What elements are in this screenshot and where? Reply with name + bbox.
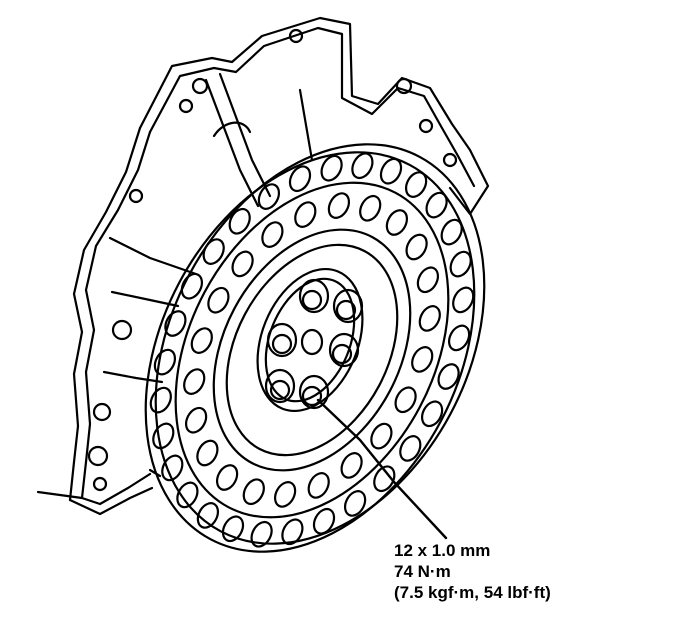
plate-hole xyxy=(452,286,475,314)
engine-block-outline xyxy=(36,16,490,516)
inner-hole-row xyxy=(183,192,441,508)
drive-plate-hub-ring-inner xyxy=(225,243,399,457)
bolt xyxy=(332,288,364,324)
plate-hole xyxy=(261,221,284,248)
bolt xyxy=(328,332,360,368)
plate-hole xyxy=(404,171,428,198)
plate-hole xyxy=(373,465,396,493)
plate-hole xyxy=(231,250,254,278)
plate-hole xyxy=(207,286,230,314)
plate-hole xyxy=(183,368,206,395)
plate-hole xyxy=(184,406,208,434)
plate-hole xyxy=(370,422,393,450)
plate-hole xyxy=(449,250,472,278)
drive-plate-hub-ring xyxy=(212,228,412,472)
plate-hole xyxy=(161,454,184,482)
plate-hole xyxy=(437,363,460,390)
plate-hole xyxy=(351,152,374,180)
bolt xyxy=(300,328,324,356)
plate-hole xyxy=(242,478,265,506)
plate-hole xyxy=(153,348,177,376)
plate-hole xyxy=(294,201,317,228)
plate-hole xyxy=(180,272,204,300)
plate-hole xyxy=(152,422,175,450)
plate-hole xyxy=(320,154,343,182)
plate-hole xyxy=(190,327,213,354)
plate-hole xyxy=(327,192,351,219)
bolt xyxy=(298,374,330,410)
drive-plate-outer-edge-back xyxy=(154,143,486,545)
plate-hole xyxy=(394,386,417,414)
drive-plate-outer-edge xyxy=(144,151,476,553)
outer-hole-row xyxy=(149,152,475,548)
plate-hole xyxy=(257,183,281,210)
plate-hole xyxy=(164,310,187,337)
torque-alt-label: (7.5 kgf·m, 54 lbf·ft) xyxy=(394,583,551,602)
bolt xyxy=(298,278,330,314)
bolt xyxy=(264,368,296,404)
plate-hole xyxy=(385,209,409,236)
crank-hub xyxy=(256,267,364,413)
plate-hole xyxy=(149,386,172,414)
plate-hole xyxy=(215,464,239,491)
plate-hole xyxy=(273,481,297,508)
plate-hole xyxy=(447,324,471,352)
plate-hole xyxy=(340,452,363,479)
drive-plate xyxy=(144,143,486,553)
plate-hole xyxy=(281,518,304,546)
plate-hole xyxy=(307,472,330,499)
drive-plate-inner-ring xyxy=(174,181,450,519)
plate-hole xyxy=(312,507,336,535)
plate-hole xyxy=(416,266,440,294)
plate-hole xyxy=(196,439,219,467)
torque-nm-label: 74 N·m xyxy=(394,562,451,581)
plate-hole xyxy=(420,400,444,428)
plate-hole xyxy=(228,207,251,235)
plate-hole xyxy=(359,194,382,222)
plate-hole xyxy=(425,191,448,219)
plate-hole xyxy=(221,515,245,543)
plate-hole xyxy=(440,218,463,246)
drive-plate-bolts xyxy=(264,278,364,410)
plate-hole xyxy=(288,165,312,193)
plate-hole xyxy=(176,481,199,509)
plate-hole xyxy=(418,305,441,332)
bolt-size-label: 12 x 1.0 mm xyxy=(394,541,491,560)
plate-hole xyxy=(196,502,220,529)
plate-hole xyxy=(405,233,428,261)
plate-hole xyxy=(202,238,225,265)
plate-hole xyxy=(399,435,422,462)
plate-hole xyxy=(411,346,434,373)
plate-hole xyxy=(343,490,367,517)
plate-hole xyxy=(379,157,403,185)
plate-hole xyxy=(250,520,273,548)
bolt xyxy=(266,322,298,358)
torque-callout: 12 x 1.0 mm 74 N·m (7.5 kgf·m, 54 lbf·ft… xyxy=(394,540,551,603)
callout-leader-line xyxy=(316,398,448,540)
